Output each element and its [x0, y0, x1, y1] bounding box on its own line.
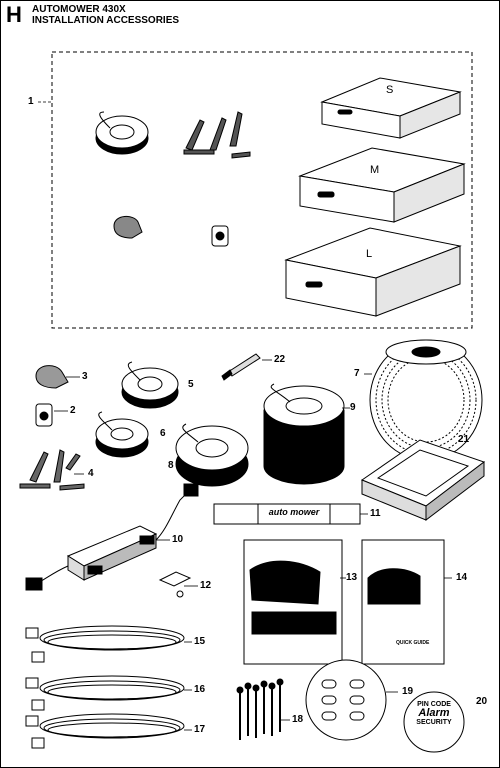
- spool-6: [95, 411, 149, 458]
- callout-19: 19: [402, 686, 414, 697]
- kit-box-m: [298, 147, 466, 223]
- splice-part: [35, 403, 53, 427]
- badge-text: PIN CODE Alarm SECURITY: [412, 700, 456, 727]
- callout-11: 11: [370, 508, 381, 519]
- kit-wire-spool: [95, 111, 149, 155]
- callout-4: 4: [88, 468, 94, 479]
- callout-18: 18: [292, 714, 304, 725]
- badge-line-2: Alarm: [418, 707, 450, 719]
- kit-box-s: [320, 77, 462, 139]
- callout-12: 12: [200, 580, 212, 591]
- callout-21: 21: [458, 434, 470, 445]
- kit-dashed-frame: [51, 51, 473, 329]
- callout-17: 17: [194, 724, 206, 735]
- page-title: AUTOMOWER 430X INSTALLATION ACCESSORIES: [32, 4, 179, 26]
- spool-8: [175, 423, 249, 487]
- kit-connector: [113, 216, 143, 239]
- callout-1: 1: [28, 96, 34, 107]
- wire-label-brand: auto mower: [268, 507, 320, 517]
- kit-splice: [211, 225, 229, 247]
- callout-14: 14: [456, 572, 468, 583]
- callout-13: 13: [346, 572, 358, 583]
- callout-22: 22: [274, 354, 286, 365]
- callout-3: 3: [82, 371, 88, 382]
- callout-8: 8: [168, 460, 174, 471]
- callout-6: 6: [160, 428, 166, 439]
- screwdriver-bit: [221, 353, 261, 381]
- callout-9: 9: [350, 402, 356, 413]
- callout-15: 15: [194, 636, 206, 647]
- bracket-12: [158, 571, 192, 598]
- power-supply: [25, 483, 199, 591]
- badge-line-3: SECURITY: [416, 719, 452, 726]
- badge-line-1: PIN CODE: [417, 701, 451, 708]
- plate-19: [305, 659, 387, 741]
- callout-10: 10: [172, 534, 184, 545]
- callout-16: 16: [194, 684, 206, 695]
- kit-box-l: [284, 227, 462, 317]
- pin-code-badge: [403, 691, 465, 753]
- kit-size-l: L: [366, 248, 373, 260]
- quick-guide-text: QUICK GUIDE: [396, 640, 430, 646]
- callout-2: 2: [70, 405, 76, 416]
- quick-guide-14: [361, 539, 445, 665]
- kit-size-s: S: [386, 84, 394, 96]
- callout-5: 5: [188, 379, 194, 390]
- cable-15: [25, 625, 185, 663]
- callout-7: 7: [354, 368, 360, 379]
- manual-13: [243, 539, 343, 665]
- cable-16: [25, 675, 185, 711]
- callout-20: 20: [476, 696, 488, 707]
- section-letter: H: [6, 2, 22, 27]
- connector-part: [35, 365, 69, 389]
- carry-case: [360, 439, 486, 522]
- kit-pegs: [183, 111, 251, 159]
- spool-9: [263, 383, 345, 485]
- cable-17: [25, 713, 185, 749]
- screws-18: [236, 678, 284, 740]
- pegs-part: [19, 449, 85, 491]
- kit-size-m: M: [370, 164, 380, 176]
- title-line-1: AUTOMOWER 430X: [32, 4, 126, 15]
- title-line-2: INSTALLATION ACCESSORIES: [32, 15, 180, 26]
- spool-5: [121, 361, 179, 409]
